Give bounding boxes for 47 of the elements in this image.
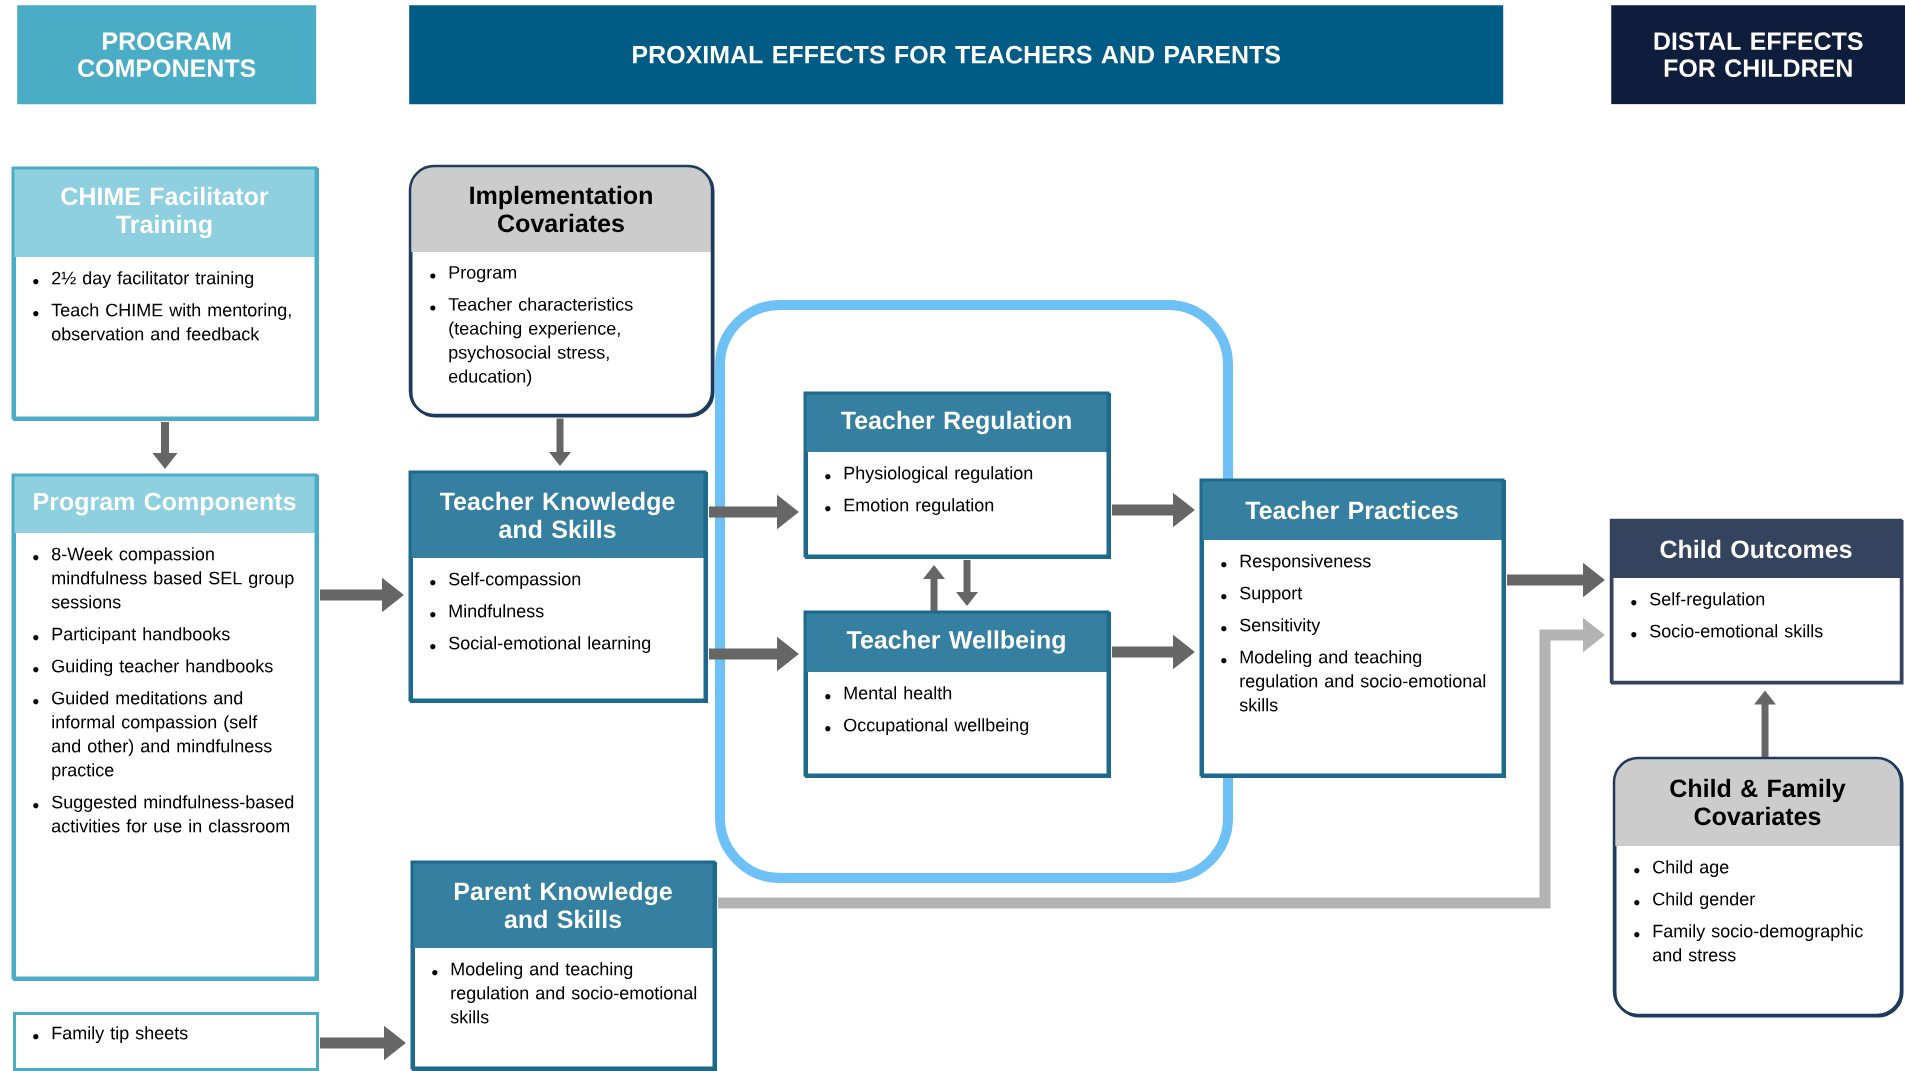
process-box [13, 1012, 319, 1071]
process-box [11, 473, 319, 981]
process-box [408, 470, 708, 703]
bullet-list: Family tip sheets [33, 1026, 188, 1043]
bullet-list: Modeling and teaching regulation and socio-emotional skills [432, 962, 697, 1024]
node-label: Guided meditations and informal compassion (self and other) and mindfulness practice [51, 691, 272, 780]
column-header-text: PROGRAM COMPONENTS [78, 32, 256, 78]
bullet-list: Child age Child gender Family socio-demographic and stress [1634, 860, 1863, 962]
process-box [410, 860, 717, 1071]
bullet-list: Mental health Occupational wellbeing [825, 686, 1029, 735]
bullet-list: Self-regulation Socio-emotional skills [1631, 592, 1823, 638]
process-box [1199, 478, 1506, 778]
bullet-list: 2½ day facilitator training Teach CHIME with mentoring, observation and feedback [33, 271, 291, 341]
bullet-list: Responsiveness Support Sensitivity Modeling and teaching regulation and socio-emotional skills [1221, 554, 1486, 712]
box-heading: Teacher Wellbeing [846, 630, 1065, 654]
node-label: Sensitivity [1240, 618, 1321, 635]
bullet-list: Self-compassion Mindfulness Social-emotional learning [430, 572, 651, 653]
box-heading: Child Outcomes [1660, 539, 1852, 559]
box-heading: CHIME Facilitator Training [61, 186, 269, 239]
node-label: Suggested mindfulness-based activities for use in classroom [51, 795, 294, 833]
node-label: 8-Week compassion mindfulness based SEL group sessions [51, 547, 294, 609]
column-header [1611, 5, 1905, 105]
box-heading: Parent Knowledge and Skills [454, 881, 672, 929]
node-label: Support [1240, 586, 1303, 603]
bullet-list: Physiological regulation Emotion regulation [825, 466, 1033, 515]
node-label: Modeling and teaching regulation and socio-emotional skills [1239, 650, 1486, 712]
node-label: Participant handbooks [52, 627, 230, 644]
process-box [1612, 756, 1904, 1018]
column-header [17, 5, 317, 105]
process-box [803, 610, 1111, 778]
box-heading: Child & Family Covariates [1670, 778, 1846, 826]
process-box [408, 164, 715, 418]
box-heading: Implementation Covariates [470, 185, 652, 233]
process-box [803, 391, 1111, 559]
box-heading: Teacher Knowledge and Skills [439, 491, 675, 539]
process-box [1609, 518, 1904, 685]
column-header [409, 5, 1504, 105]
bullet-list: Program Teacher characteristics (teaching experience, psychosocial stress, education) [430, 266, 633, 387]
process-box [11, 166, 319, 421]
node-label: Responsiveness [1240, 554, 1371, 571]
box-heading: Program Components [34, 492, 296, 516]
box-heading: Teacher Practices [1245, 500, 1458, 520]
bullet-list: 8-Week compassion mindfulness based SEL group sessions Participant handbooks Guiding teacher handbooks Guided meditations and informal compassion (self and other) and mindfulness practice Suggested mindfulness-based activities for use in classroom [33, 547, 294, 833]
column-header-text: DISTAL EFFECTS FOR CHILDREN [1654, 32, 1863, 78]
column-header-text: PROXIMAL EFFECTS FOR TEACHERS AND PARENTS [633, 45, 1280, 64]
node-label: Guiding teacher handbooks [52, 659, 273, 676]
box-heading: Teacher Regulation [841, 410, 1071, 435]
